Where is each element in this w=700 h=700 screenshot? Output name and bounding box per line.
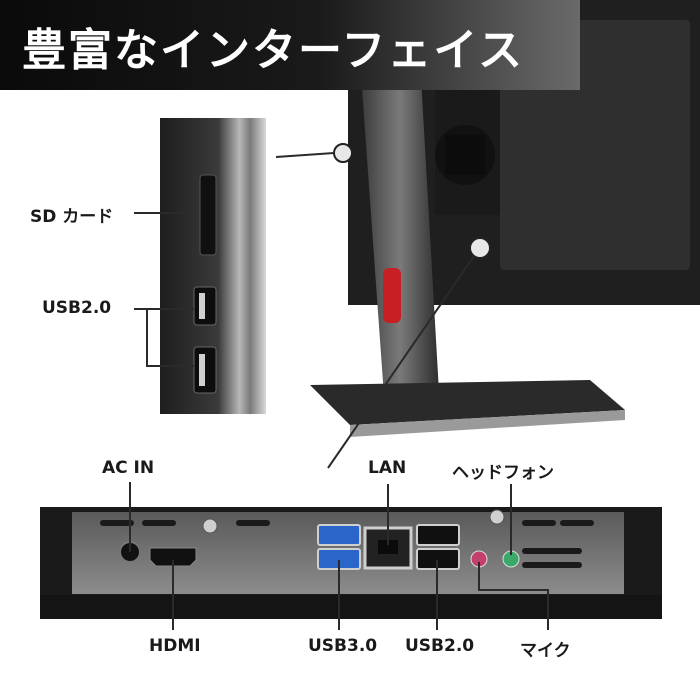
rear-port-panel	[40, 507, 662, 619]
sd-card-label: SD カード	[30, 207, 114, 227]
headphone-label: ヘッドフォン	[452, 463, 554, 483]
ac-in-label: AC IN	[102, 458, 155, 478]
side-port-closeup	[160, 118, 266, 414]
page-title: 豊富なインターフェイス	[22, 25, 525, 76]
usb30-label: USB3.0	[308, 636, 378, 656]
usb20-rear-label: USB2.0	[405, 636, 475, 656]
mic-label: マイク	[520, 641, 571, 661]
usb20-side-label: USB2.0	[42, 298, 112, 318]
hdmi-label: HDMI	[149, 636, 201, 656]
lan-label: LAN	[368, 458, 407, 478]
title-banner	[0, 0, 580, 90]
